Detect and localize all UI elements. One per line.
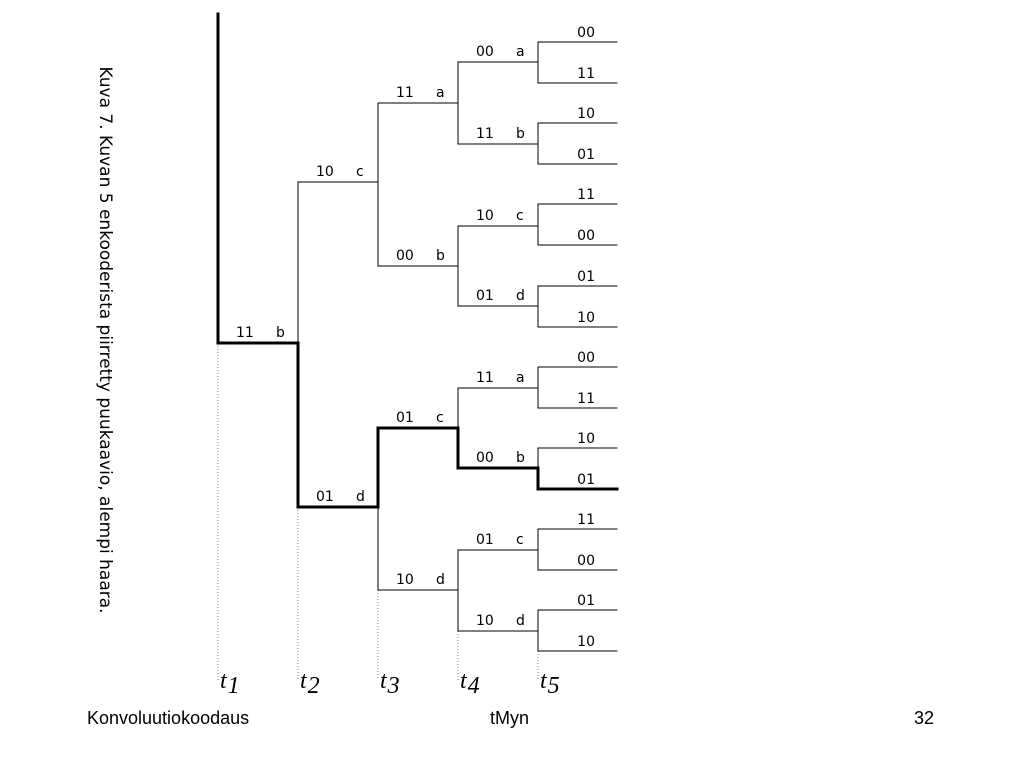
leaf-output-label: 00 bbox=[577, 228, 595, 244]
leaf-output-label: 10 bbox=[577, 634, 595, 650]
branch-state-label: c bbox=[356, 164, 364, 180]
leaf-output-label: 11 bbox=[577, 66, 595, 82]
branch-state-label: b bbox=[516, 126, 525, 142]
branch-output-label: 01 bbox=[476, 532, 494, 548]
time-label-t3: t3 bbox=[380, 668, 400, 699]
time-label-t4: t4 bbox=[460, 668, 480, 699]
leaf-output-label: 01 bbox=[577, 147, 595, 163]
footer-author: tMyn bbox=[490, 708, 530, 728]
leaf-output-label: 11 bbox=[577, 391, 595, 407]
branch-output-label: 00 bbox=[476, 450, 494, 466]
branch-output-label: 00 bbox=[396, 248, 414, 264]
branch-state-label: b bbox=[276, 325, 285, 341]
branch-state-label: a bbox=[516, 44, 525, 60]
time-axis-labels: t1 t2 t3 t4 t5 bbox=[220, 668, 560, 699]
branch-output-label: 11 bbox=[476, 126, 494, 142]
branch-lines bbox=[297, 41, 618, 652]
leaf-output-label: 10 bbox=[577, 106, 595, 122]
branch-output-label: 11 bbox=[236, 325, 254, 341]
leaf-output-label: 00 bbox=[577, 25, 595, 41]
branch-state-label: b bbox=[436, 248, 445, 264]
branch-output-label: 11 bbox=[396, 85, 414, 101]
branch-state-label: a bbox=[516, 370, 525, 386]
branch-state-label: d bbox=[516, 613, 525, 629]
branch-output-label: 10 bbox=[476, 208, 494, 224]
leaf-output-label: 10 bbox=[577, 310, 595, 326]
branch-state-label: c bbox=[436, 410, 444, 426]
leaf-output-label: 10 bbox=[577, 431, 595, 447]
branch-state-label: c bbox=[516, 532, 524, 548]
branch-output-label: 10 bbox=[476, 613, 494, 629]
highlighted-path bbox=[216, 12, 619, 509]
branch-state-label: a bbox=[436, 85, 445, 101]
branch-output-label: 10 bbox=[316, 164, 334, 180]
branch-state-label: c bbox=[516, 208, 524, 224]
time-label-t1: t1 bbox=[220, 668, 240, 699]
leaf-output-label: 11 bbox=[577, 512, 595, 528]
leaf-output-label: 00 bbox=[577, 553, 595, 569]
footer-title: Konvoluutiokoodaus bbox=[87, 708, 250, 728]
branch-output-label: 01 bbox=[316, 489, 334, 505]
time-label-t2: t2 bbox=[300, 668, 320, 699]
branch-output-label: 01 bbox=[396, 410, 414, 426]
time-label-t5: t5 bbox=[540, 668, 560, 699]
branch-output-label: 11 bbox=[476, 370, 494, 386]
branch-state-label: d bbox=[436, 572, 445, 588]
page-number: 32 bbox=[914, 708, 935, 728]
leaf-output-label: 00 bbox=[577, 350, 595, 366]
time-guides bbox=[217, 343, 539, 680]
branch-state-label: d bbox=[516, 288, 525, 304]
leaf-output-label: 01 bbox=[577, 269, 595, 285]
leaf-output-label: 01 bbox=[577, 593, 595, 609]
leaf-output-label: 01 bbox=[577, 472, 595, 488]
branch-output-label: 10 bbox=[396, 572, 414, 588]
branch-output-label: 01 bbox=[476, 288, 494, 304]
leaf-output-label: 11 bbox=[577, 187, 595, 203]
branch-labels: 11 b 10 c 01 d 11 a 00 b 01 c 10 d 00 a 11 b 10 c 01 d 11 a 00 b 0… bbox=[236, 25, 595, 650]
branch-state-label: b bbox=[516, 450, 525, 466]
branch-output-label: 00 bbox=[476, 44, 494, 60]
branch-state-label: d bbox=[356, 489, 365, 505]
